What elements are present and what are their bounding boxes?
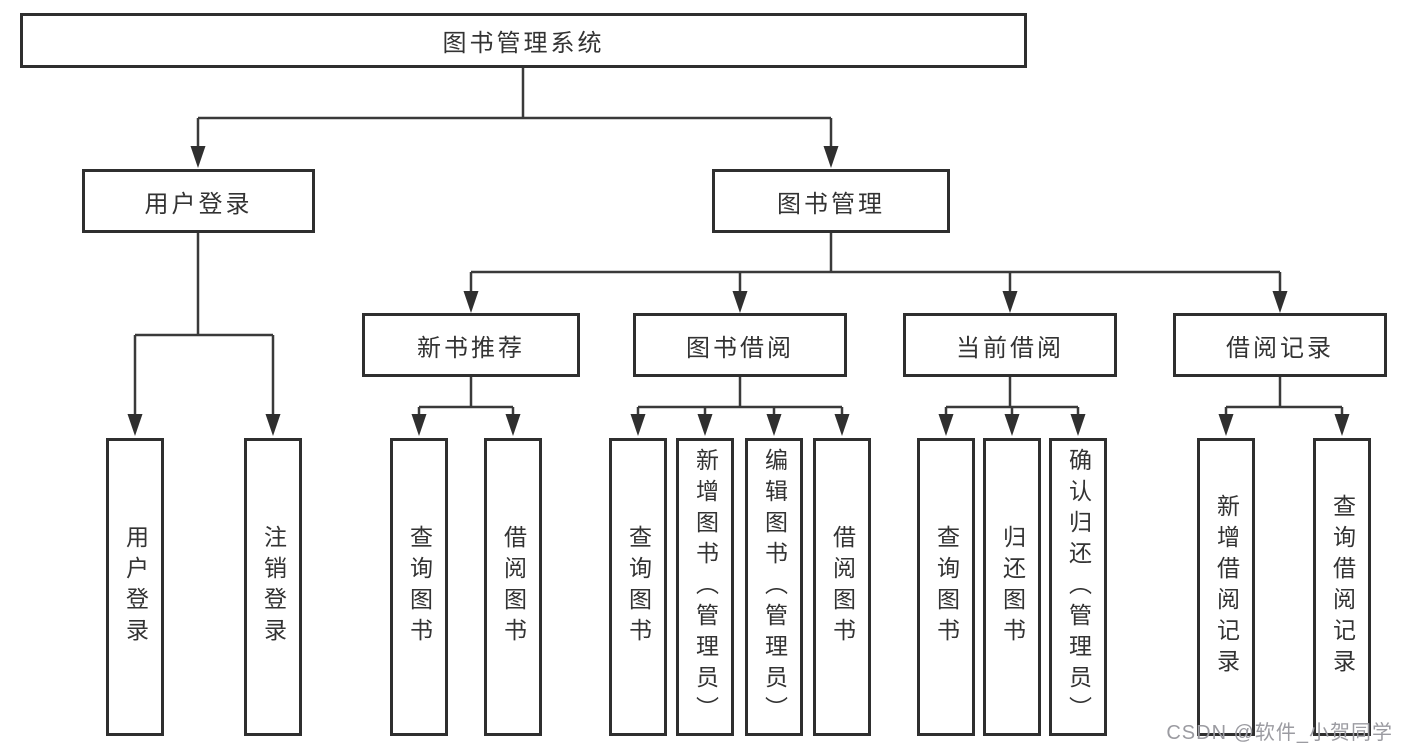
leaf-return-book: 归还图书 <box>983 438 1041 736</box>
leaf-query-books-recommend-label: 查询图书 <box>406 525 433 649</box>
leaf-edit-book-admin-label: 编辑图书（管理员） <box>761 447 788 727</box>
node-book-management-system-label: 图书管理系统 <box>442 30 605 57</box>
node-borrowing-records-label: 借阅记录 <box>1226 334 1334 362</box>
leaf-add-borrow-record: 新增借阅记录 <box>1197 438 1255 736</box>
leaf-user-login: 用户登录 <box>106 438 164 736</box>
node-current-borrowing: 当前借阅 <box>903 313 1117 377</box>
leaf-borrow-books-borrowing-label: 借阅图书 <box>829 525 856 649</box>
leaf-query-borrow-record-label: 查询借阅记录 <box>1329 494 1356 680</box>
leaf-logout-label: 注销登录 <box>260 525 287 649</box>
leaf-edit-book-admin: 编辑图书（管理员） <box>745 438 803 736</box>
node-book-management-system: 图书管理系统 <box>20 13 1027 68</box>
leaf-confirm-return-admin: 确认归还（管理员） <box>1049 438 1107 736</box>
csdn-watermark: CSDN @软件_小贺同学 <box>1166 722 1393 744</box>
leaf-query-books-current-label: 查询图书 <box>933 525 960 649</box>
arrowhead-icons <box>127 146 1350 436</box>
leaf-query-books-current: 查询图书 <box>917 438 975 736</box>
leaf-add-book-admin-label: 新增图书（管理员） <box>692 447 719 727</box>
node-new-book-recommendation: 新书推荐 <box>362 313 580 377</box>
leaf-query-books-borrowing-label: 查询图书 <box>625 525 652 649</box>
leaf-query-borrow-record: 查询借阅记录 <box>1313 438 1371 736</box>
leaf-query-books-borrowing: 查询图书 <box>609 438 667 736</box>
leaf-logout: 注销登录 <box>244 438 302 736</box>
leaf-borrow-books-recommend: 借阅图书 <box>484 438 542 736</box>
leaf-query-books-recommend: 查询图书 <box>390 438 448 736</box>
node-new-book-recommendation-label: 新书推荐 <box>417 334 525 362</box>
node-book-management: 图书管理 <box>712 169 950 233</box>
node-user-login: 用户登录 <box>82 169 315 233</box>
node-current-borrowing-label: 当前借阅 <box>956 334 1064 362</box>
node-book-borrowing: 图书借阅 <box>633 313 847 377</box>
leaf-add-borrow-record-label: 新增借阅记录 <box>1213 494 1240 680</box>
node-book-management-label: 图书管理 <box>777 190 885 218</box>
node-book-borrowing-label: 图书借阅 <box>686 334 794 362</box>
leaf-confirm-return-admin-label: 确认归还（管理员） <box>1065 447 1092 727</box>
leaf-add-book-admin: 新增图书（管理员） <box>676 438 734 736</box>
leaf-user-login-label: 用户登录 <box>122 525 149 649</box>
leaf-return-book-label: 归还图书 <box>999 525 1026 649</box>
node-user-login-label: 用户登录 <box>144 190 253 218</box>
node-borrowing-records: 借阅记录 <box>1173 313 1387 377</box>
leaf-borrow-books-recommend-label: 借阅图书 <box>500 525 527 649</box>
leaf-borrow-books-borrowing: 借阅图书 <box>813 438 871 736</box>
